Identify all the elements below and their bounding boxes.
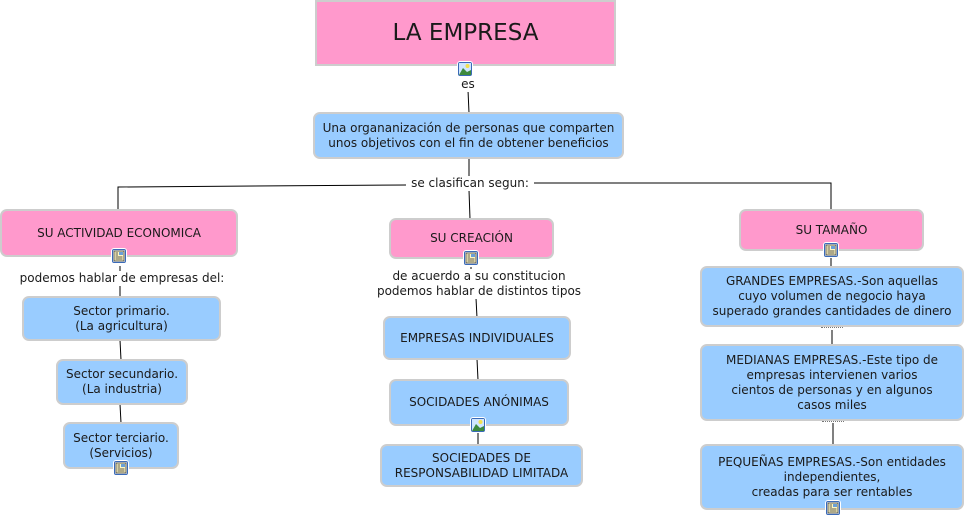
definition-text: Una organanización de personas que compa… xyxy=(322,120,615,150)
concept-text: Sector terciario. (Servicios) xyxy=(73,430,169,460)
link-label-es: es xyxy=(456,77,480,92)
link-es-definition xyxy=(467,89,470,114)
concept-text: MEDIANAS EMPRESAS.-Este tipo de empresas… xyxy=(726,352,938,412)
concept-text: SOCIEDADES DE RESPONSABILIDAD LIMITADA xyxy=(394,450,569,480)
concept-text: GRANDES EMPRESAS.-Son aquellas cuyo volu… xyxy=(712,274,952,318)
category-title: SU CREACIÓN xyxy=(430,231,513,245)
image-resource-icon[interactable] xyxy=(458,62,472,76)
link-label-actividad: podemos hablar de empresas del: xyxy=(14,271,230,286)
root-title: LA EMPRESA xyxy=(392,20,539,46)
concept-text: Sector primario. (La agricultura) xyxy=(73,303,170,333)
link-label-creacion: de acuerdo a su constitucion podemos hab… xyxy=(372,269,586,299)
category-title: SU ACTIVIDAD ECONOMICA xyxy=(37,225,201,240)
concept-medianas-empresas[interactable]: MEDIANAS EMPRESAS.-Este tipo de empresas… xyxy=(700,344,964,421)
link-primario-secundario xyxy=(119,339,122,361)
document-resource-icon[interactable] xyxy=(824,243,838,257)
concept-text: Sector secundario. (La industria) xyxy=(65,367,179,396)
concept-text: PEQUEÑAS EMPRESAS.-Son entidades indepen… xyxy=(718,454,946,499)
collapsed-indicator xyxy=(821,327,843,330)
link-classify-left xyxy=(117,184,409,211)
concept-sector-primario[interactable]: Sector primario. (La agricultura) xyxy=(22,296,221,341)
document-resource-icon[interactable] xyxy=(826,501,840,515)
category-title: SU TAMAÑO xyxy=(795,222,868,237)
concept-sociedades-responsabilidad-limitada[interactable]: SOCIEDADES DE RESPONSABILIDAD LIMITADA xyxy=(380,444,583,487)
link-label-individuales xyxy=(475,297,478,319)
concept-empresas-individuales[interactable]: EMPRESAS INDIVIDUALES xyxy=(383,316,571,360)
link-classify-right xyxy=(528,182,832,211)
concept-sector-secundario[interactable]: Sector secundario. (La industria) xyxy=(56,359,188,405)
image-resource-icon[interactable] xyxy=(471,418,485,432)
link-label-classify: se clasifican segun: xyxy=(406,176,534,191)
concept-grandes-empresas[interactable]: GRANDES EMPRESAS.-Son aquellas cuyo volu… xyxy=(700,266,964,327)
document-resource-icon[interactable] xyxy=(464,251,478,265)
link-classify-center xyxy=(468,189,471,220)
link-secundario-terciario xyxy=(119,403,122,424)
concept-pequenas-empresas[interactable]: PEQUEÑAS EMPRESAS.-Son entidades indepen… xyxy=(700,444,964,510)
concept-text: SOCIDADES ANÓNIMAS xyxy=(409,395,549,409)
document-resource-icon[interactable] xyxy=(112,249,126,263)
definition-concept[interactable]: Una organanización de personas que compa… xyxy=(313,112,624,159)
document-resource-icon[interactable] xyxy=(114,461,128,475)
root-concept[interactable]: LA EMPRESA xyxy=(315,0,616,66)
collapsed-indicator xyxy=(822,421,844,424)
concept-text: EMPRESAS INDIVIDUALES xyxy=(400,330,554,345)
link-individuales-anonimas xyxy=(476,358,479,381)
